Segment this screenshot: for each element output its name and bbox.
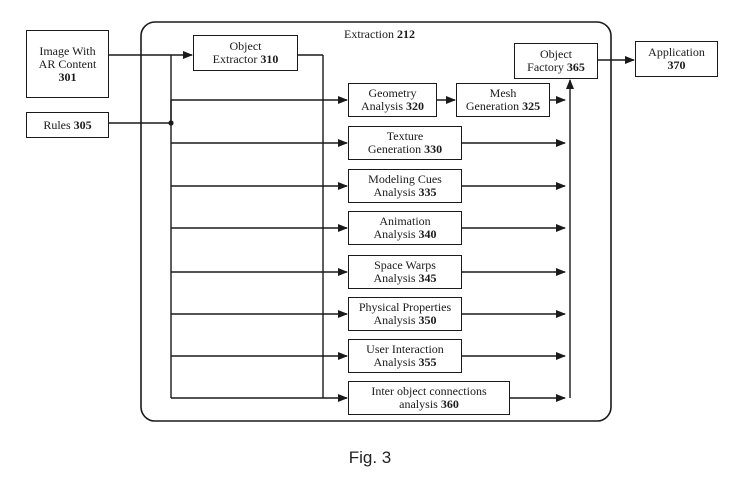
geometry-analysis-line2: Analysis	[361, 99, 406, 113]
user-interaction-line2: Analysis	[373, 355, 419, 369]
modeling-cues-num: 335	[418, 185, 437, 199]
rules-box: Rules 305	[26, 112, 109, 138]
extraction-label: Extraction 212	[344, 27, 415, 42]
texture-generation-num: 330	[424, 142, 443, 156]
inter-object-line2: analysis	[399, 397, 441, 411]
texture-generation-line1: Texture	[386, 129, 424, 143]
physical-properties-line1: Physical Properties	[358, 300, 452, 314]
mesh-generation-line2: Generation	[465, 99, 523, 113]
application-num: 370	[667, 58, 686, 72]
mesh-generation-box: Mesh Generation 325	[456, 83, 550, 117]
object-factory-box: Object Factory 365	[514, 43, 598, 79]
object-factory-num: 365	[566, 60, 585, 74]
user-interaction-analysis-box: User Interaction Analysis 355	[348, 339, 462, 373]
object-extractor-line2: Extractor	[212, 52, 261, 66]
application-line1: Application	[648, 45, 705, 59]
object-extractor-box: Object Extractor 310	[193, 35, 298, 71]
animation-line1: Animation	[379, 214, 431, 228]
texture-generation-box: Texture Generation 330	[348, 126, 462, 160]
extraction-label-text: Extraction	[344, 27, 397, 41]
image-ar-line1: Image With	[39, 43, 96, 58]
inter-object-connections-analysis-box: Inter object connections analysis 360	[348, 381, 510, 415]
geometry-analysis-box: Geometry Analysis 320	[348, 83, 437, 117]
modeling-cues-line2: Analysis	[373, 185, 419, 199]
inter-object-num: 360	[440, 397, 459, 411]
object-extractor-num: 310	[260, 52, 279, 66]
inter-object-line1: Inter object connections	[371, 384, 487, 398]
extraction-label-num: 212	[396, 27, 415, 41]
geometry-analysis-line1: Geometry	[368, 86, 417, 100]
object-extractor-line1: Object	[229, 39, 262, 53]
modeling-cues-line1: Modeling Cues	[368, 172, 442, 186]
object-factory-line1: Object	[540, 47, 572, 61]
image-ar-content-box: Image With AR Content 301	[26, 30, 109, 98]
mesh-generation-line1: Mesh	[489, 86, 517, 100]
image-ar-num: 301	[58, 69, 77, 84]
animation-line2: Analysis	[373, 227, 419, 241]
object-factory-line2: Factory	[527, 60, 567, 74]
space-warps-num: 345	[418, 271, 437, 285]
modeling-cues-analysis-box: Modeling Cues Analysis 335	[348, 169, 462, 203]
physical-properties-num: 350	[418, 313, 437, 327]
user-interaction-num: 355	[418, 355, 437, 369]
texture-generation-line2: Generation	[367, 142, 425, 156]
space-warps-line2: Analysis	[373, 271, 419, 285]
image-ar-line2: AR Content	[38, 56, 97, 71]
physical-properties-line2: Analysis	[373, 313, 419, 327]
mesh-generation-num: 325	[522, 99, 541, 113]
rules-num: 305	[73, 117, 92, 132]
figure-caption: Fig. 3	[348, 448, 392, 467]
animation-num: 340	[418, 227, 437, 241]
rules-line1: Rules	[43, 117, 74, 132]
animation-analysis-box: Animation Analysis 340	[348, 211, 462, 245]
extraction-container	[140, 21, 612, 422]
application-box: Application 370	[635, 41, 718, 77]
space-warps-line1: Space Warps	[374, 258, 436, 272]
geometry-analysis-num: 320	[406, 99, 424, 113]
physical-properties-analysis-box: Physical Properties Analysis 350	[348, 297, 462, 331]
space-warps-analysis-box: Space Warps Analysis 345	[348, 255, 462, 289]
user-interaction-line1: User Interaction	[366, 342, 444, 356]
junction-dot	[168, 120, 174, 126]
